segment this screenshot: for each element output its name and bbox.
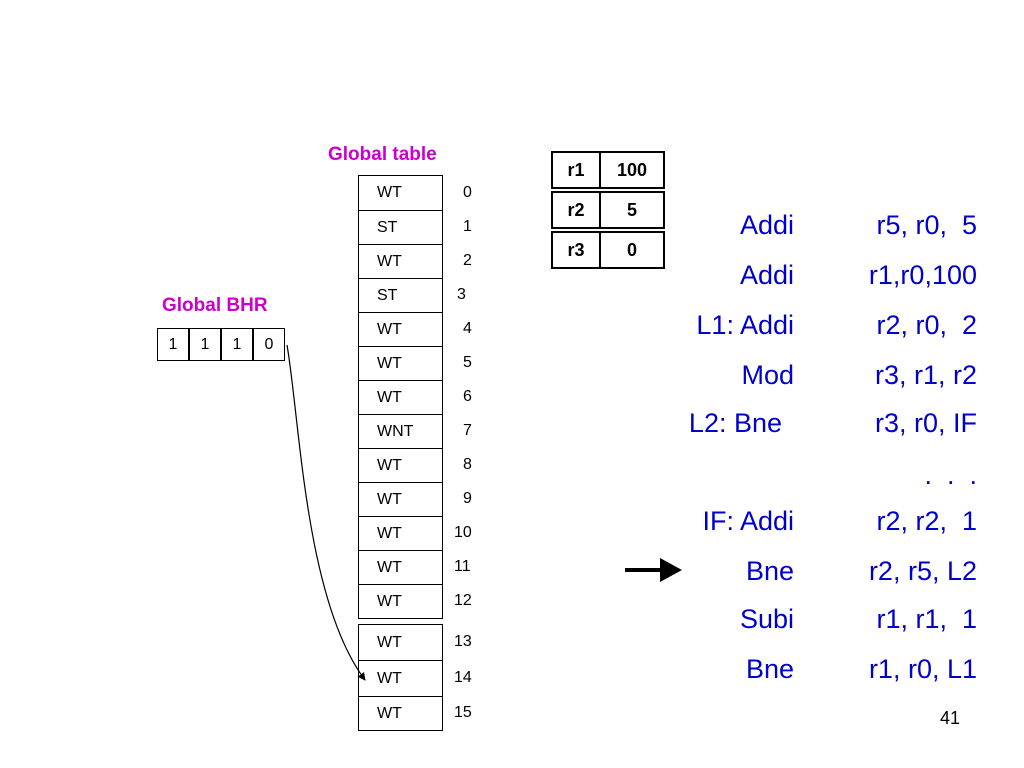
register-value: 5 xyxy=(599,191,665,229)
code-label: L2: Bne xyxy=(688,408,782,438)
global-table-cell: WT xyxy=(358,584,443,619)
register-value: 100 xyxy=(599,151,665,189)
global-bhr-title: Global BHR xyxy=(162,295,268,316)
code-operands: r3, r0, IF xyxy=(874,408,977,438)
global-table-cell: WT xyxy=(358,346,443,381)
global-table-index: 8 xyxy=(463,456,472,473)
global-table-cell: WT xyxy=(358,550,443,585)
global-table-index: 14 xyxy=(454,669,472,686)
global-table-index: 0 xyxy=(463,184,472,201)
code-operands: r2, r2, 1 xyxy=(876,506,977,536)
global-table-cell: WT xyxy=(358,696,443,731)
code-operands: r5, r0, 5 xyxy=(876,210,977,240)
global-table-index: 7 xyxy=(463,422,472,439)
code-operands: r2, r5, L2 xyxy=(868,556,977,586)
code-operands: r1, r1, 1 xyxy=(876,604,977,634)
global-table-index: 5 xyxy=(463,354,472,371)
code-operands: . . . xyxy=(924,460,977,490)
global-table-index: 6 xyxy=(463,388,472,405)
global-table-index: 15 xyxy=(454,704,472,721)
global-table-index: 10 xyxy=(454,524,472,541)
code-operands: r1,r0,100 xyxy=(868,260,977,290)
global-table-title: Global table xyxy=(328,144,437,165)
code-operands: r2, r0, 2 xyxy=(876,310,977,340)
global-table-cell: WT xyxy=(358,312,443,347)
global-table-index: 9 xyxy=(463,490,472,507)
code-label: Mod xyxy=(741,360,794,390)
code-operands: r3, r1, r2 xyxy=(874,360,977,390)
global-table-index: 4 xyxy=(463,320,472,337)
current-instruction-arrow xyxy=(625,558,682,582)
bhr-bit: 1 xyxy=(157,328,189,361)
global-table-cell: WT xyxy=(358,482,443,517)
code-label: IF: Addi xyxy=(702,506,794,536)
code-label: Bne xyxy=(745,556,794,586)
global-table-index: 13 xyxy=(454,633,472,650)
global-table-index: 12 xyxy=(454,592,472,609)
bhr-to-table-arrow xyxy=(286,344,366,681)
global-table-cell: WT xyxy=(358,660,443,697)
global-table-cell: ST xyxy=(358,210,443,245)
page-number: 41 xyxy=(940,708,961,728)
register-name: r2 xyxy=(551,191,601,229)
code-label: Subi xyxy=(739,604,794,634)
global-table-cell: WT xyxy=(358,380,443,415)
code-label: L1: Addi xyxy=(696,310,794,340)
global-table-index: 11 xyxy=(454,558,471,575)
global-table-index: 2 xyxy=(463,252,472,269)
code-label: Addi xyxy=(739,260,794,290)
code-label: Addi xyxy=(739,210,794,240)
bhr-bit: 0 xyxy=(253,328,285,361)
register-value: 0 xyxy=(599,231,665,269)
global-table-index: 1 xyxy=(463,218,472,235)
code-operands: r1, r0, L1 xyxy=(868,654,977,684)
global-table-cell: WNT xyxy=(358,414,443,449)
bhr-bit: 1 xyxy=(221,328,253,361)
global-table-index: 3 xyxy=(457,286,466,303)
code-label: Bne xyxy=(745,654,794,684)
bhr-bit: 1 xyxy=(189,328,221,361)
